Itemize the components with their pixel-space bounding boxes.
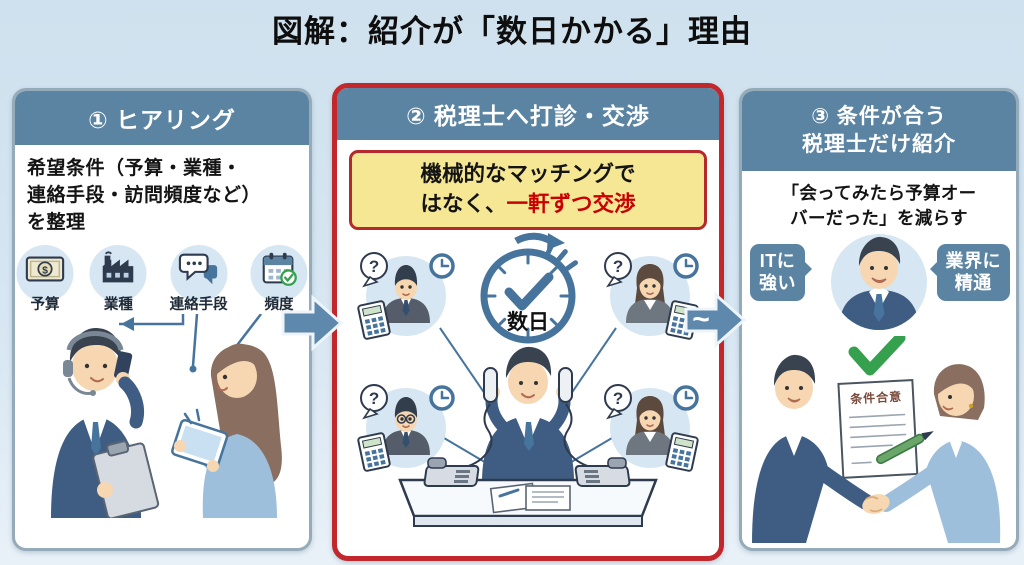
client-illustration [171,343,282,518]
condition-industry-label: 業種 [103,296,133,313]
panel-hearing-description: 希望条件（予算・業種・ 連絡手段・訪問頻度など） を整理 [15,145,309,241]
condition-budget-label: 予算 [30,296,60,313]
svg-text:$: $ [42,264,48,276]
coordinator-illustration [461,347,595,483]
panel-introduction-description: 「会ってみたら予算オー バーだった」を減らす [742,171,1016,232]
days-clock-icon: 数日 [480,233,578,344]
accountant-2 [604,252,700,341]
condition-frequency: 頻度 [257,245,301,314]
panel-hearing-title: ① ヒアリング [88,107,236,133]
hearing-line1: 希望条件（予算・業種・ [27,158,242,179]
days-label: 数日 [507,311,549,334]
agreement-illustration: 条件合意 [752,336,1001,543]
chat-bubbles-icon [178,253,217,285]
step-arrow-2: ~ [684,291,746,349]
step-arrow-1 [281,294,343,352]
callout-line1: 機械的なマッチングで [420,162,636,186]
accountant-1 [356,252,455,341]
panel-introduction-title-line2: 税理士だけ紹介 [802,133,956,156]
negotiation-illustration: ? [356,233,700,528]
tablet-icon [171,418,229,469]
matched-accountant-avatar [831,234,927,330]
papers-icon [489,482,571,514]
condition-icons-row: $ 予算 業種 連絡手段 [15,241,309,314]
operator-illustration [51,327,160,518]
panel-negotiation: ② 税理士へ打診・交渉 機械的なマッチングで はなく、一軒ずつ交渉 ? [332,83,724,561]
desk-phone-icon [574,457,631,488]
client-woman-illustration [878,364,1001,543]
introduction-line2: バーだった」を減らす [790,207,968,228]
panel-introduction-header: ③ 条件が合う 税理士だけ紹介 [742,91,1016,171]
panel-hearing-header: ① ヒアリング [15,91,309,145]
check-icon [848,336,906,376]
accountant-4 [604,384,700,473]
panel-introduction: ③ 条件が合う 税理士だけ紹介 「会ってみたら予算オー バーだった」を減らす I… [739,88,1019,551]
condition-contact: 連絡手段 [170,245,228,314]
hearing-illustration [51,313,282,518]
callout-line2: はなく、 [420,191,507,216]
negotiation-callout: 機械的なマッチングで はなく、一軒ずつ交渉 [349,150,707,231]
phone-receiver-icon [483,367,573,404]
banknote-icon: $ [25,256,65,282]
condition-budget: $ 予算 [23,245,67,314]
accountant-bust-icon [839,236,919,330]
desk-phone-icon [423,457,480,488]
panel-introduction-title-line1: ③ 条件が合う [811,104,947,128]
condition-contact-label: 連絡手段 [169,296,228,313]
panel-hearing: ① ヒアリング 希望条件（予算・業種・ 連絡手段・訪問頻度など） を整理 $ 予… [12,88,312,551]
desk-illustration [398,457,658,528]
matched-accountant-row: ITに 強い 業界に 精通 [742,234,1016,336]
introduction-line1: 「会ってみたら予算オー [781,183,977,203]
callout-emphasis: 一軒ずつ交渉 [506,191,636,216]
panel-negotiation-header: ② 税理士へ打診・交渉 [337,88,719,140]
strength-bubble-industry: 業界に 精通 [929,244,1010,302]
clipboard-icon [92,440,160,518]
arrow-left-icon [121,316,134,331]
page-title: 図解：紹介が「数日かかる」理由 [272,14,752,49]
client-man-illustration [752,354,874,543]
calendar-check-icon [262,252,297,286]
arrow-tilde-label: ~ [692,303,710,336]
factory-icon [103,251,134,283]
hearing-line3: を整理 [27,211,86,233]
panel-negotiation-title: ② 税理士へ打診・交渉 [406,103,650,129]
agreement-document-label: 条件合意 [849,389,903,407]
condition-frequency-label: 頻度 [264,296,294,313]
hearing-line2: 連絡手段・訪問頻度など） [27,184,262,206]
accountant-3 [356,384,455,473]
agreement-document-icon: 条件合意 [837,379,919,479]
strength-bubble-it: ITに 強い [750,244,812,302]
condition-industry: 業種 [96,245,140,314]
pen-icon [876,431,934,465]
handshake-icon [862,494,890,514]
